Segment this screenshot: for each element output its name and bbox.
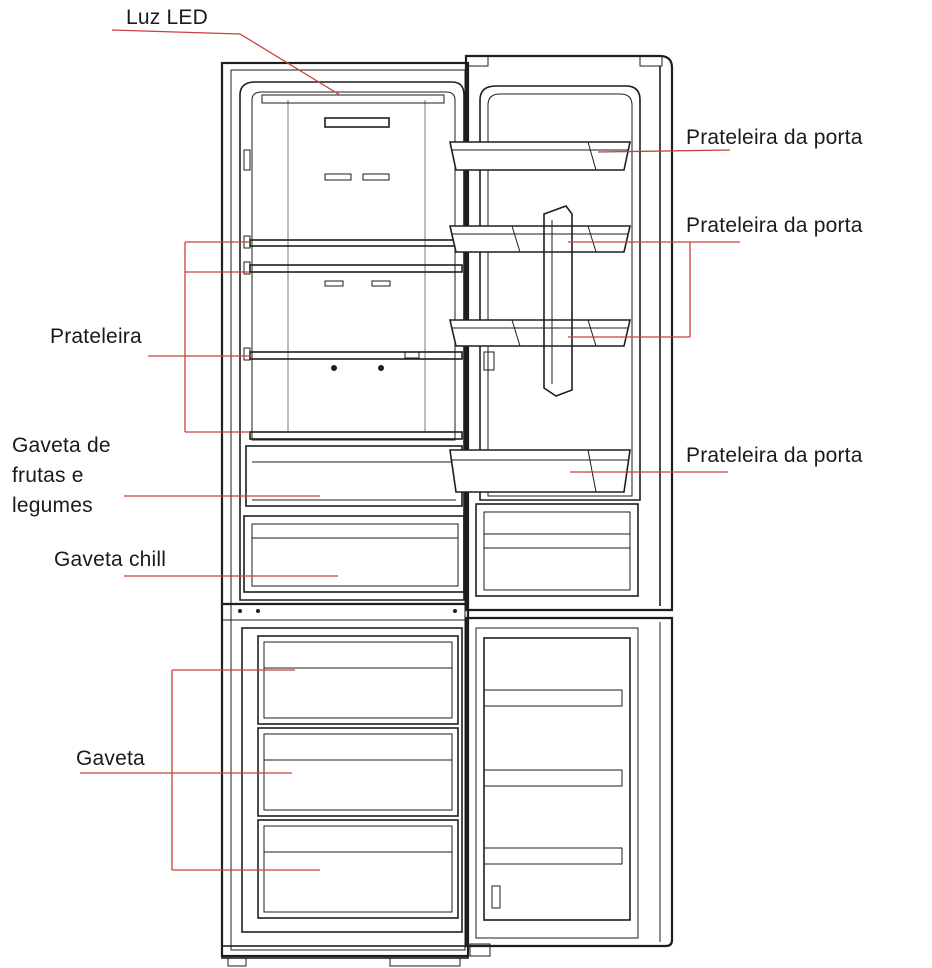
fridge-door [448, 54, 674, 612]
label-drawer: Gaveta [76, 747, 145, 770]
freezer-drawers [257, 635, 459, 919]
label-crisper-line1: Gaveta de [12, 434, 111, 457]
label-crisper-line3: legumes [12, 494, 93, 517]
leader-lines [80, 29, 740, 871]
label-led-light: Luz LED [126, 6, 208, 29]
label-door-shelf-1: Prateleira da porta [686, 126, 863, 149]
chill-drawer [243, 515, 465, 593]
label-shelf: Prateleira [50, 325, 142, 348]
fridge-shelves [249, 239, 463, 440]
label-chill-drawer: Gaveta chill [54, 548, 166, 571]
label-door-shelf-3: Prateleira da porta [686, 444, 863, 467]
label-crisper-line2: frutas e [12, 464, 84, 487]
fridge-body [220, 61, 470, 967]
label-door-shelf-2: Prateleira da porta [686, 214, 863, 237]
crisper-drawer [245, 445, 463, 507]
freezer-door [464, 616, 674, 957]
door-shelves [448, 141, 632, 493]
